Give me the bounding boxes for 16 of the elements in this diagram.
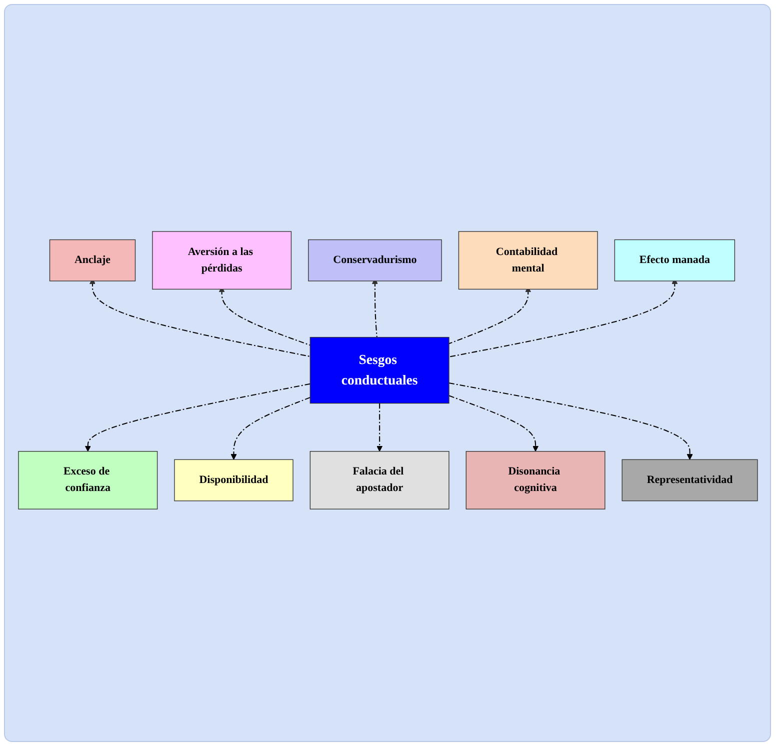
- node-box: Efecto manada: [614, 240, 735, 282]
- node-box: Disonancia cognitiva: [465, 451, 605, 510]
- arrow: [84, 384, 310, 452]
- node-box: Contabilidad mental: [458, 231, 598, 290]
- node-box: Anclaje: [48, 240, 136, 282]
- node-box: Aversión a las pérdidas: [152, 231, 292, 290]
- arrow: [448, 395, 538, 452]
- node-box: Falacia del apostador: [309, 451, 449, 510]
- node-box: Conservadurismo: [308, 240, 442, 282]
- node-box: Sesgos conductuales: [309, 337, 449, 404]
- arrow: [230, 397, 310, 460]
- node-box: Disponibilidad: [174, 459, 293, 502]
- node-box: Exceso de confianza: [18, 451, 158, 510]
- arrow: [376, 403, 382, 452]
- node-box: Representatividad: [621, 459, 758, 502]
- arrow: [448, 382, 692, 460]
